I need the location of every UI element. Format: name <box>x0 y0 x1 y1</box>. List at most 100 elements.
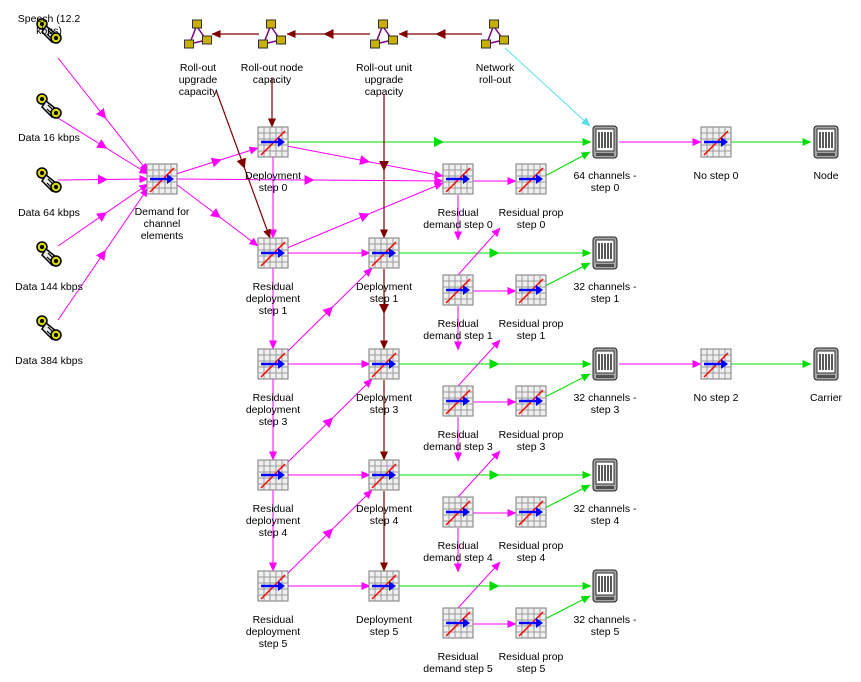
chart-icon <box>514 273 548 307</box>
node-label-line: demand step 4 <box>423 552 493 564</box>
chart-icon <box>514 495 548 529</box>
node-label-line: step 3 <box>591 404 620 416</box>
edge-magenta-21 <box>457 339 501 387</box>
node-ch32b[interactable]: 32 channels -step 3 <box>573 347 637 416</box>
node-label: 32 channels -step 3 <box>573 392 637 416</box>
node-data64[interactable]: Data 64 kbps <box>18 167 80 219</box>
edge-green-23 <box>544 373 591 398</box>
node-label-line: step 0 <box>259 182 288 194</box>
edge-line <box>286 145 444 179</box>
node-node[interactable]: Node <box>813 125 839 182</box>
node-label-line: step 1 <box>591 293 620 305</box>
server-icon <box>813 125 839 159</box>
satellite-icon <box>36 167 62 193</box>
edge-magenta-1 <box>57 117 149 175</box>
node-label: No step 2 <box>694 392 739 404</box>
node-nostep2[interactable]: No step 2 <box>694 347 739 404</box>
node-label-line: Node <box>813 170 838 182</box>
node-label-line: elements <box>141 230 184 242</box>
node-label-line: Residual prop <box>499 651 564 663</box>
edge-line <box>457 561 501 609</box>
edge-line <box>286 182 444 249</box>
node-label-line: step 1 <box>517 330 546 342</box>
node-data384[interactable]: Data 384 kbps <box>15 315 83 367</box>
node-label-line: step 4 <box>591 515 620 527</box>
edge-line <box>457 227 501 276</box>
node-nostep0[interactable]: No step 0 <box>694 125 739 182</box>
edge-line <box>215 89 271 239</box>
edge-magenta-0 <box>57 57 149 173</box>
node-ch32d[interactable]: 32 channels -step 5 <box>573 569 637 638</box>
node-label: Data 16 kbps <box>18 132 80 144</box>
node-label-line: Residual prop <box>499 540 564 552</box>
edge-darkred-52 <box>215 89 271 239</box>
node-ch32c[interactable]: 32 channels -step 4 <box>573 458 637 527</box>
edge-line <box>57 57 149 173</box>
edge-magenta-11 <box>286 182 444 249</box>
edge-line <box>457 450 501 498</box>
node-data144[interactable]: Data 144 kbps <box>15 241 83 293</box>
network-icon <box>257 19 287 49</box>
node-label-line: Residual prop <box>499 318 564 330</box>
node-label-line: capacity <box>179 86 218 98</box>
node-label-line: step 5 <box>370 626 399 638</box>
node-label-line: Demand for <box>135 206 190 218</box>
node-label-line: Data 16 kbps <box>18 132 80 144</box>
edge-magenta-6 <box>175 174 444 185</box>
node-label-line: Speech (12.2 <box>18 13 81 25</box>
node-carrier[interactable]: Carrier <box>810 347 843 404</box>
edge-green-27 <box>544 484 591 509</box>
node-label-line: capacity <box>365 86 404 98</box>
edge-line <box>175 176 444 185</box>
node-label-line: Residual <box>438 207 479 219</box>
node-data16[interactable]: Data 16 kbps <box>18 93 80 144</box>
chart-icon <box>367 347 401 381</box>
node-label-line: Roll-out node <box>241 62 304 74</box>
edge-green-19 <box>544 262 591 287</box>
node-label: 32 channels -step 5 <box>573 614 637 638</box>
chart-icon <box>441 606 475 640</box>
node-ch64[interactable]: 64 channels -step 0 <box>573 125 637 194</box>
edges-layer <box>57 29 812 628</box>
node-label-line: Roll-out <box>180 62 216 74</box>
node-label-line: step 5 <box>517 663 546 675</box>
node-ch32a[interactable]: 32 channels -step 1 <box>573 236 637 305</box>
node-label-line: step 1 <box>259 305 288 317</box>
node-label-line: deployment <box>246 626 300 638</box>
node-label: Node <box>813 170 838 182</box>
node-label-line: Deployment <box>245 170 301 182</box>
